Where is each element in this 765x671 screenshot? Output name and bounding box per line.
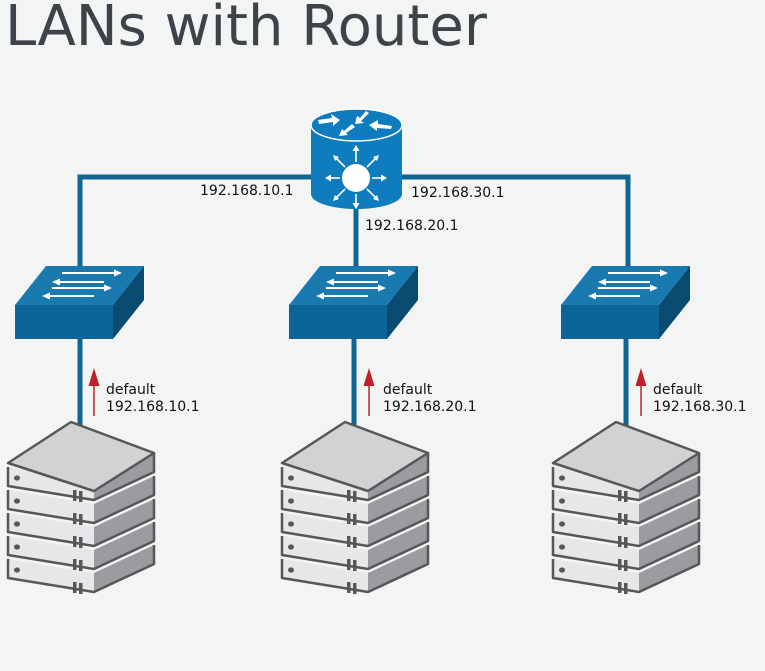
default-gateway-label-3: default (653, 382, 703, 398)
switch-icon-1 (14, 265, 145, 340)
router-interface-label-3: 192.168.30.1 (411, 185, 505, 201)
server-stack-icon-2 (282, 422, 428, 594)
router-interface-label-1: 192.168.10.1 (200, 183, 294, 199)
default-route-arrow-2 (363, 368, 375, 416)
default-gateway-ip-2: 192.168.20.1 (383, 399, 477, 415)
server-stack-icon-3 (553, 422, 699, 594)
switch-icon-2 (288, 265, 419, 340)
switch-icon-3 (560, 265, 691, 340)
server-stack-icon-1 (8, 422, 154, 594)
default-route-arrow-3 (635, 368, 647, 416)
diagram-title: LANs with Router (5, 0, 487, 59)
router-icon (310, 108, 403, 210)
default-gateway-label-1: default (106, 382, 156, 398)
default-gateway-ip-1: 192.168.10.1 (106, 399, 200, 415)
link-router-to-switch-1 (77, 174, 315, 269)
default-gateway-ip-3: 192.168.30.1 (653, 399, 747, 415)
link-router-to-switch-3 (397, 174, 631, 269)
default-gateway-label-2: default (383, 382, 433, 398)
router-interface-label-2: 192.168.20.1 (365, 218, 459, 234)
default-route-arrow-1 (88, 368, 100, 416)
